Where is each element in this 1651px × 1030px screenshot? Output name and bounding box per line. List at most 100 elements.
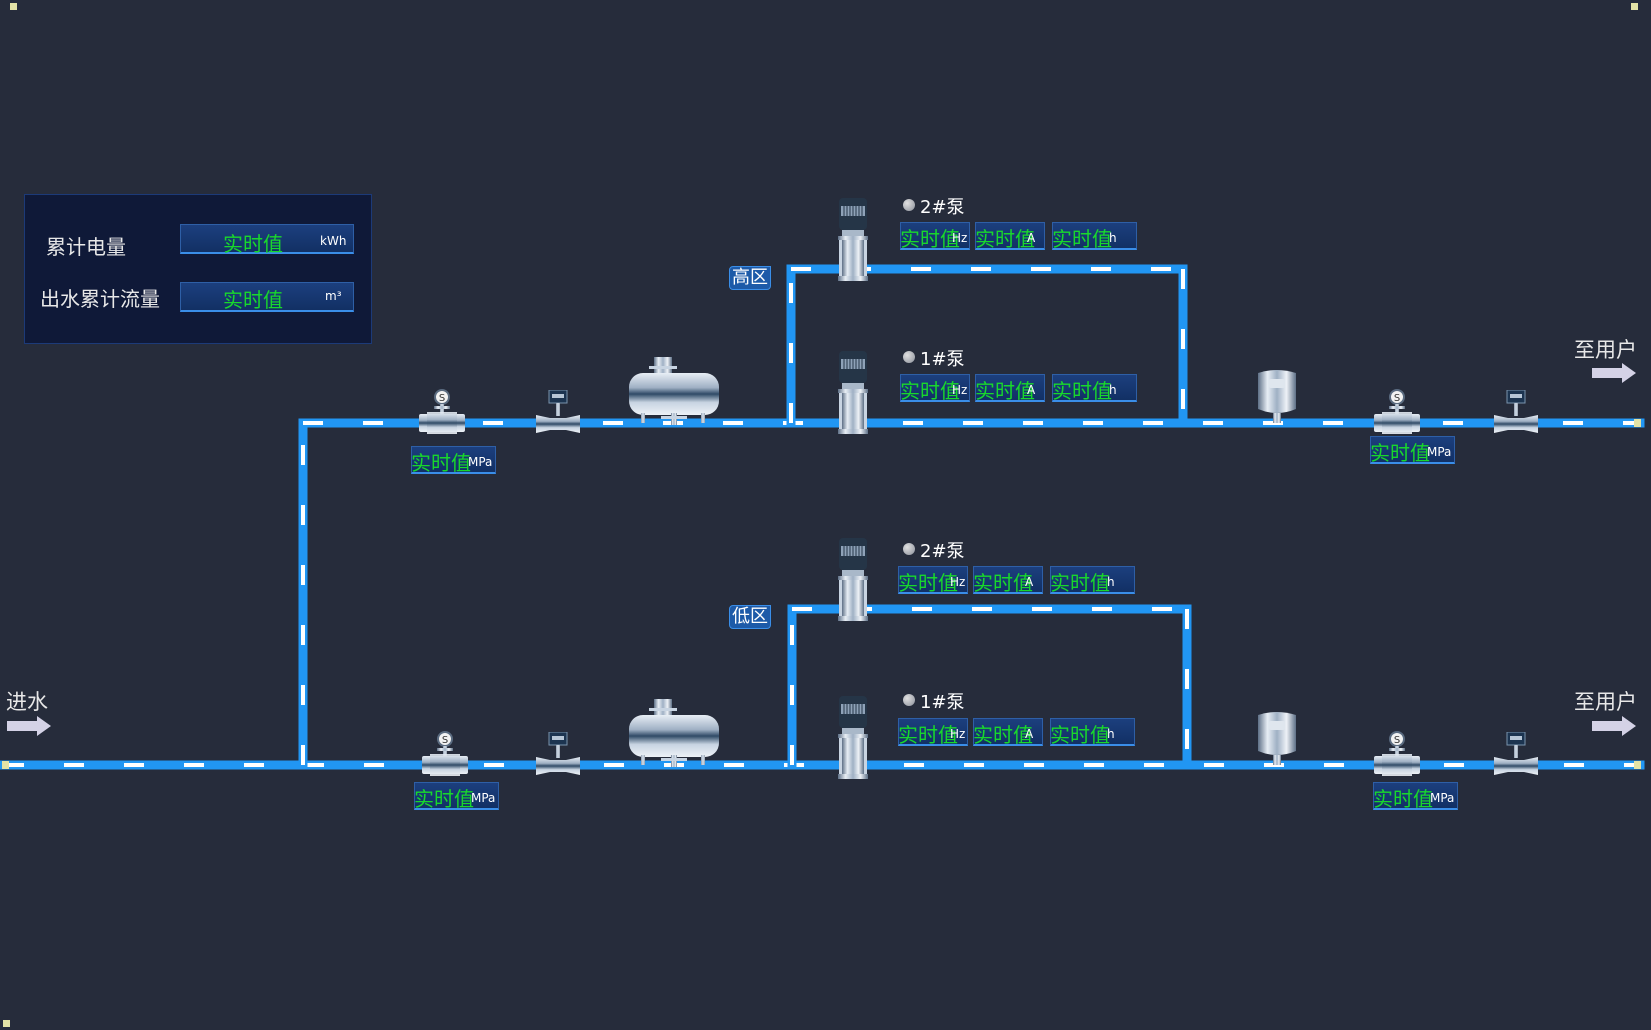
high-pump2-current-value: 实时值 (975, 227, 1035, 251)
inlet-arrow-icon (7, 716, 51, 736)
resize-handle-top-left[interactable] (10, 3, 17, 10)
low-pump1-icon[interactable] (836, 696, 870, 780)
pipe-end-cap (1634, 761, 1641, 769)
low-pump2-runtime-value: 实时值 (1050, 571, 1110, 595)
zone-low-label: 低区 (729, 605, 771, 629)
high-outlet-pressure-value: 实时值 (1370, 441, 1430, 465)
low-inlet-flowmeter-icon[interactable] (536, 732, 580, 778)
high-outlet-pressure-gauge-icon[interactable]: S (1374, 388, 1420, 436)
high-inlet-pressure-value: 实时值 (411, 451, 471, 475)
high-pump1-runtime-box (1052, 374, 1137, 402)
energy-unit: kWh (320, 234, 347, 248)
high-inlet-flowmeter-icon[interactable] (536, 390, 580, 436)
pump-status-icon (903, 351, 915, 363)
svg-text:S: S (442, 735, 448, 746)
svg-text:S: S (1394, 393, 1400, 404)
low-outlet-pressure-value: 实时值 (1373, 787, 1433, 811)
low-inlet-pressure-box (414, 782, 499, 810)
low-buffer-tank-icon (629, 699, 719, 767)
low-pump2-runtime-unit: h (1107, 575, 1115, 589)
high-buffer-tank-icon (629, 357, 719, 425)
high-pump2-frequency-unit: Hz (952, 231, 968, 245)
high-pump1-current-value: 实时值 (975, 379, 1035, 403)
low-pump2-name: 2#泵 (920, 541, 965, 562)
low-pump2-runtime-box (1050, 566, 1135, 594)
low-pump1-frequency-box (898, 718, 968, 746)
pump-status-icon (903, 199, 915, 211)
high-outlet-flowmeter-icon[interactable] (1494, 390, 1538, 436)
high-outlet-pressure-unit: MPa (1427, 445, 1452, 459)
high-pump2-current-unit: A (1027, 231, 1036, 245)
outlet-high-arrow-icon (1592, 363, 1636, 383)
low-pump2-current-box (973, 566, 1043, 594)
low-outlet-pressure-gauge-icon[interactable]: S (1374, 730, 1420, 778)
low-pump1-name: 1#泵 (920, 692, 965, 713)
low-pump1-current-value: 实时值 (973, 723, 1033, 747)
low-outlet-pressure-unit: MPa (1430, 791, 1455, 805)
high-pump1-runtime-unit: h (1109, 383, 1117, 397)
low-pump1-frequency-unit: Hz (950, 727, 966, 741)
low-pump2-current-value: 实时值 (973, 571, 1033, 595)
high-pump1-frequency-value: 实时值 (900, 379, 960, 403)
low-inlet-pressure-value: 实时值 (414, 787, 474, 811)
energy-value-box (180, 224, 354, 254)
high-pump2-frequency-value: 实时值 (900, 227, 960, 251)
flow-value: 实时值 (223, 288, 283, 312)
outlet-low-arrow-icon (1592, 716, 1636, 736)
low-pump1-runtime-unit: h (1107, 727, 1115, 741)
high-pump1-runtime-value: 实时值 (1052, 379, 1112, 403)
high-outlet-pressure-box (1370, 436, 1455, 464)
flow-label: 出水累计流量 (40, 287, 160, 311)
low-pump1-current-box (973, 718, 1043, 746)
pump-status-icon (903, 694, 915, 706)
high-pump2-icon[interactable] (836, 198, 870, 282)
pipe-end-cap (2, 761, 9, 769)
high-pump2-frequency-box (900, 222, 970, 250)
high-inlet-pressure-gauge-icon[interactable]: S (419, 388, 465, 436)
high-pump1-frequency-unit: Hz (952, 383, 968, 397)
high-pump1-icon[interactable] (836, 351, 870, 435)
low-pump2-frequency-box (898, 566, 968, 594)
low-inlet-pressure-gauge-icon[interactable]: S (422, 730, 468, 778)
high-pump1-current-unit: A (1027, 383, 1036, 397)
pipes (0, 264, 1645, 770)
high-pump2-runtime-unit: h (1109, 231, 1117, 245)
flow-unit: m³ (325, 289, 342, 303)
pipe-end-cap (1634, 419, 1641, 427)
low-inlet-pressure-unit: MPa (471, 791, 496, 805)
high-pump2-runtime-value: 实时值 (1052, 227, 1112, 251)
high-pump2-name: 2#泵 (920, 197, 965, 218)
pump-status-icon (903, 543, 915, 555)
summary-panel (24, 194, 372, 344)
energy-label: 累计电量 (46, 235, 126, 259)
energy-value: 实时值 (223, 232, 283, 256)
high-inlet-pressure-box (411, 446, 496, 474)
high-pump1-current-box (975, 374, 1045, 402)
inlet-label: 进水 (6, 690, 48, 714)
low-outlet-flowmeter-icon[interactable] (1494, 732, 1538, 778)
high-pump1-frequency-box (900, 374, 970, 402)
high-pump1-name: 1#泵 (920, 349, 965, 370)
high-pressure-vessel-icon (1258, 370, 1296, 423)
low-pump2-icon[interactable] (836, 538, 870, 622)
low-pump2-current-unit: A (1025, 575, 1034, 589)
low-pump1-runtime-box (1050, 718, 1135, 746)
resize-handle-top-right[interactable] (1631, 3, 1638, 10)
low-pressure-vessel-icon (1258, 712, 1296, 765)
high-pump2-runtime-box (1052, 222, 1137, 250)
zone-high-label: 高区 (729, 266, 771, 290)
flow-value-box (180, 282, 354, 312)
low-outlet-pressure-box (1373, 782, 1458, 810)
outlet-high-label: 至用户 (1574, 338, 1637, 362)
outlet-low-label: 至用户 (1574, 690, 1637, 714)
svg-text:S: S (1394, 735, 1400, 746)
low-pump1-frequency-value: 实时值 (898, 723, 958, 747)
low-pump1-runtime-value: 实时值 (1050, 723, 1110, 747)
low-pump1-current-unit: A (1025, 727, 1034, 741)
high-inlet-pressure-unit: MPa (468, 455, 493, 469)
low-pump2-frequency-unit: Hz (950, 575, 966, 589)
svg-text:S: S (439, 393, 445, 404)
low-pump2-frequency-value: 实时值 (898, 571, 958, 595)
resize-handle-bottom-left[interactable] (3, 1020, 10, 1027)
